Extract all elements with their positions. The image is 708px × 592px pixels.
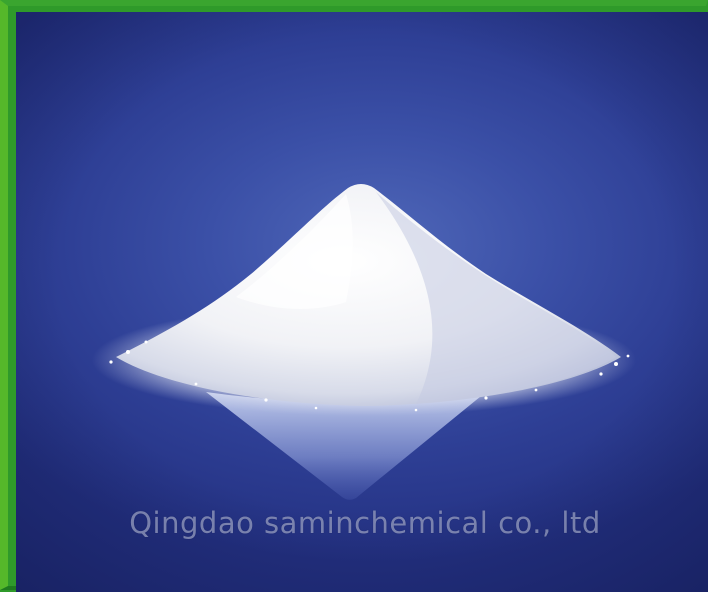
company-watermark: Qingdao saminchemical co., ltd [129, 506, 601, 540]
product-photo: Qingdao saminchemical co., ltd [16, 12, 708, 592]
powder-grains [109, 340, 630, 412]
powder-highlight [236, 194, 353, 309]
white-powder-pile [92, 184, 636, 500]
powder-shadow [376, 192, 616, 404]
powder-reflection [206, 392, 486, 500]
